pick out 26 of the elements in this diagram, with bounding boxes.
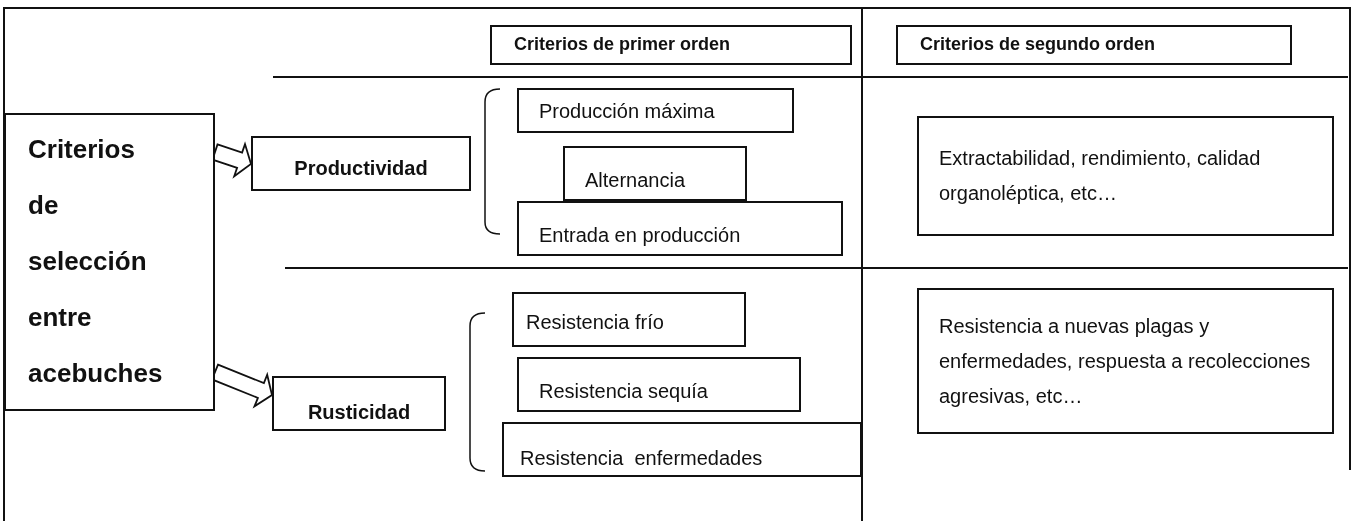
box-label: Resistencia a nuevas plagas y enfermedades, respuesta a recolecciones agresivas, etc… [939,313,1312,409]
box-label: Resistencia enfermedades [520,446,763,471]
box-label: Criterios de segundo orden [920,33,1156,57]
label-box [502,422,862,477]
label-box [517,357,801,412]
label-box [512,292,746,347]
box-label: Entrada en producción [539,223,741,248]
label-box [517,88,794,133]
label-box [917,116,1334,236]
label-box [4,113,215,411]
box-label: Producción máxima [539,98,715,124]
box-label: Resistencia sequía [539,379,708,404]
box-label: Criterios de selección entre acebuches [28,133,163,390]
label-box [517,201,843,256]
label-box [917,288,1334,434]
box-label: Extractabilidad, rendimiento, calidad organoléptica, etc… [939,146,1262,206]
box-label: Alternancia [585,168,686,193]
label-box [272,376,446,431]
box-label: Criterios de primer orden [514,33,731,57]
box-label: Rusticidad [307,400,411,425]
label-box [490,25,852,65]
label-box [251,136,471,191]
box-label: Resistencia frío [526,309,664,335]
box-label: Productividad [294,156,428,181]
label-box [563,146,747,201]
label-box [896,25,1292,65]
